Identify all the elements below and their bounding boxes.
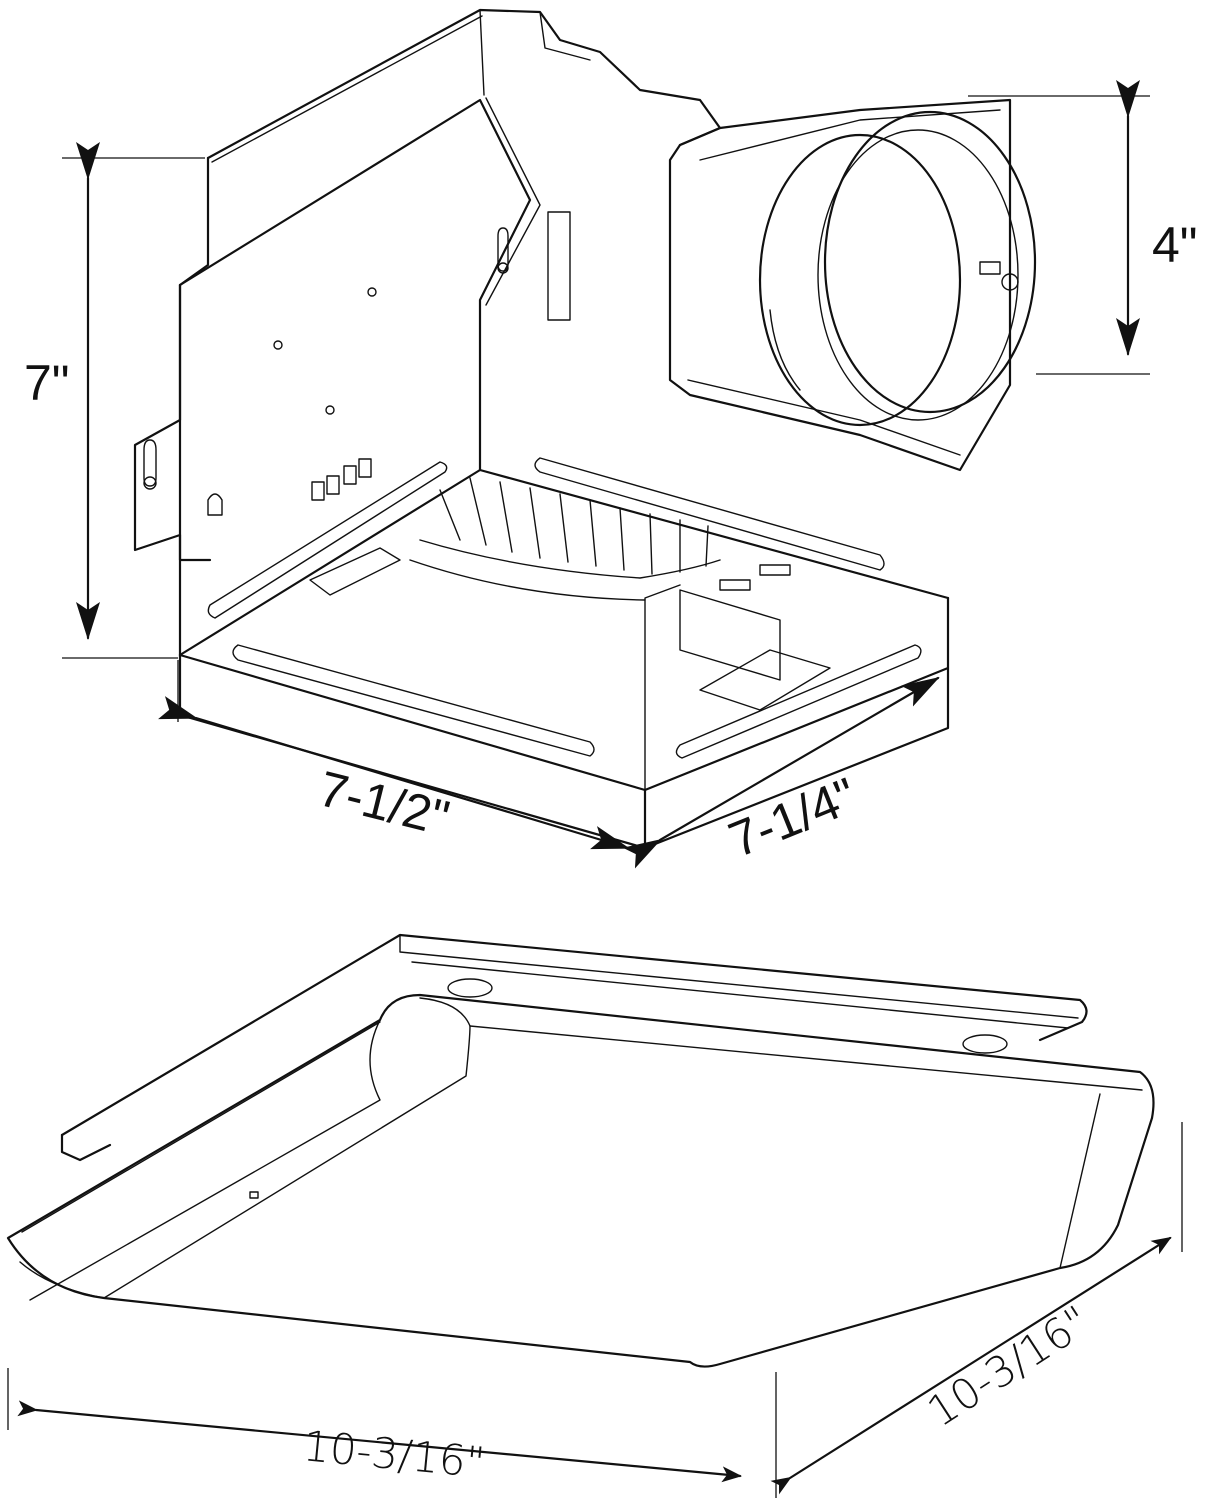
- fan-housing-drawing: [133, 8, 1037, 850]
- duct-label: 4": [1152, 217, 1198, 273]
- dimension-height: 7": [24, 142, 205, 659]
- depth-label: 7-1/4": [721, 767, 864, 868]
- grille-drawing: [6, 933, 1155, 1368]
- grille-depth-label: 10-3/16": [919, 1296, 1099, 1436]
- height-label: 7": [24, 355, 70, 411]
- dimension-grille-width: 10-3/16": [7, 1368, 777, 1498]
- dimension-depth: 7-1/4": [622, 676, 940, 869]
- grille-width-label: 10-3/16": [301, 1421, 487, 1487]
- dimension-duct: 4": [968, 80, 1198, 375]
- dimension-grille-depth: 10-3/16": [770, 1122, 1183, 1495]
- dimension-width: 7-1/2": [158, 660, 630, 850]
